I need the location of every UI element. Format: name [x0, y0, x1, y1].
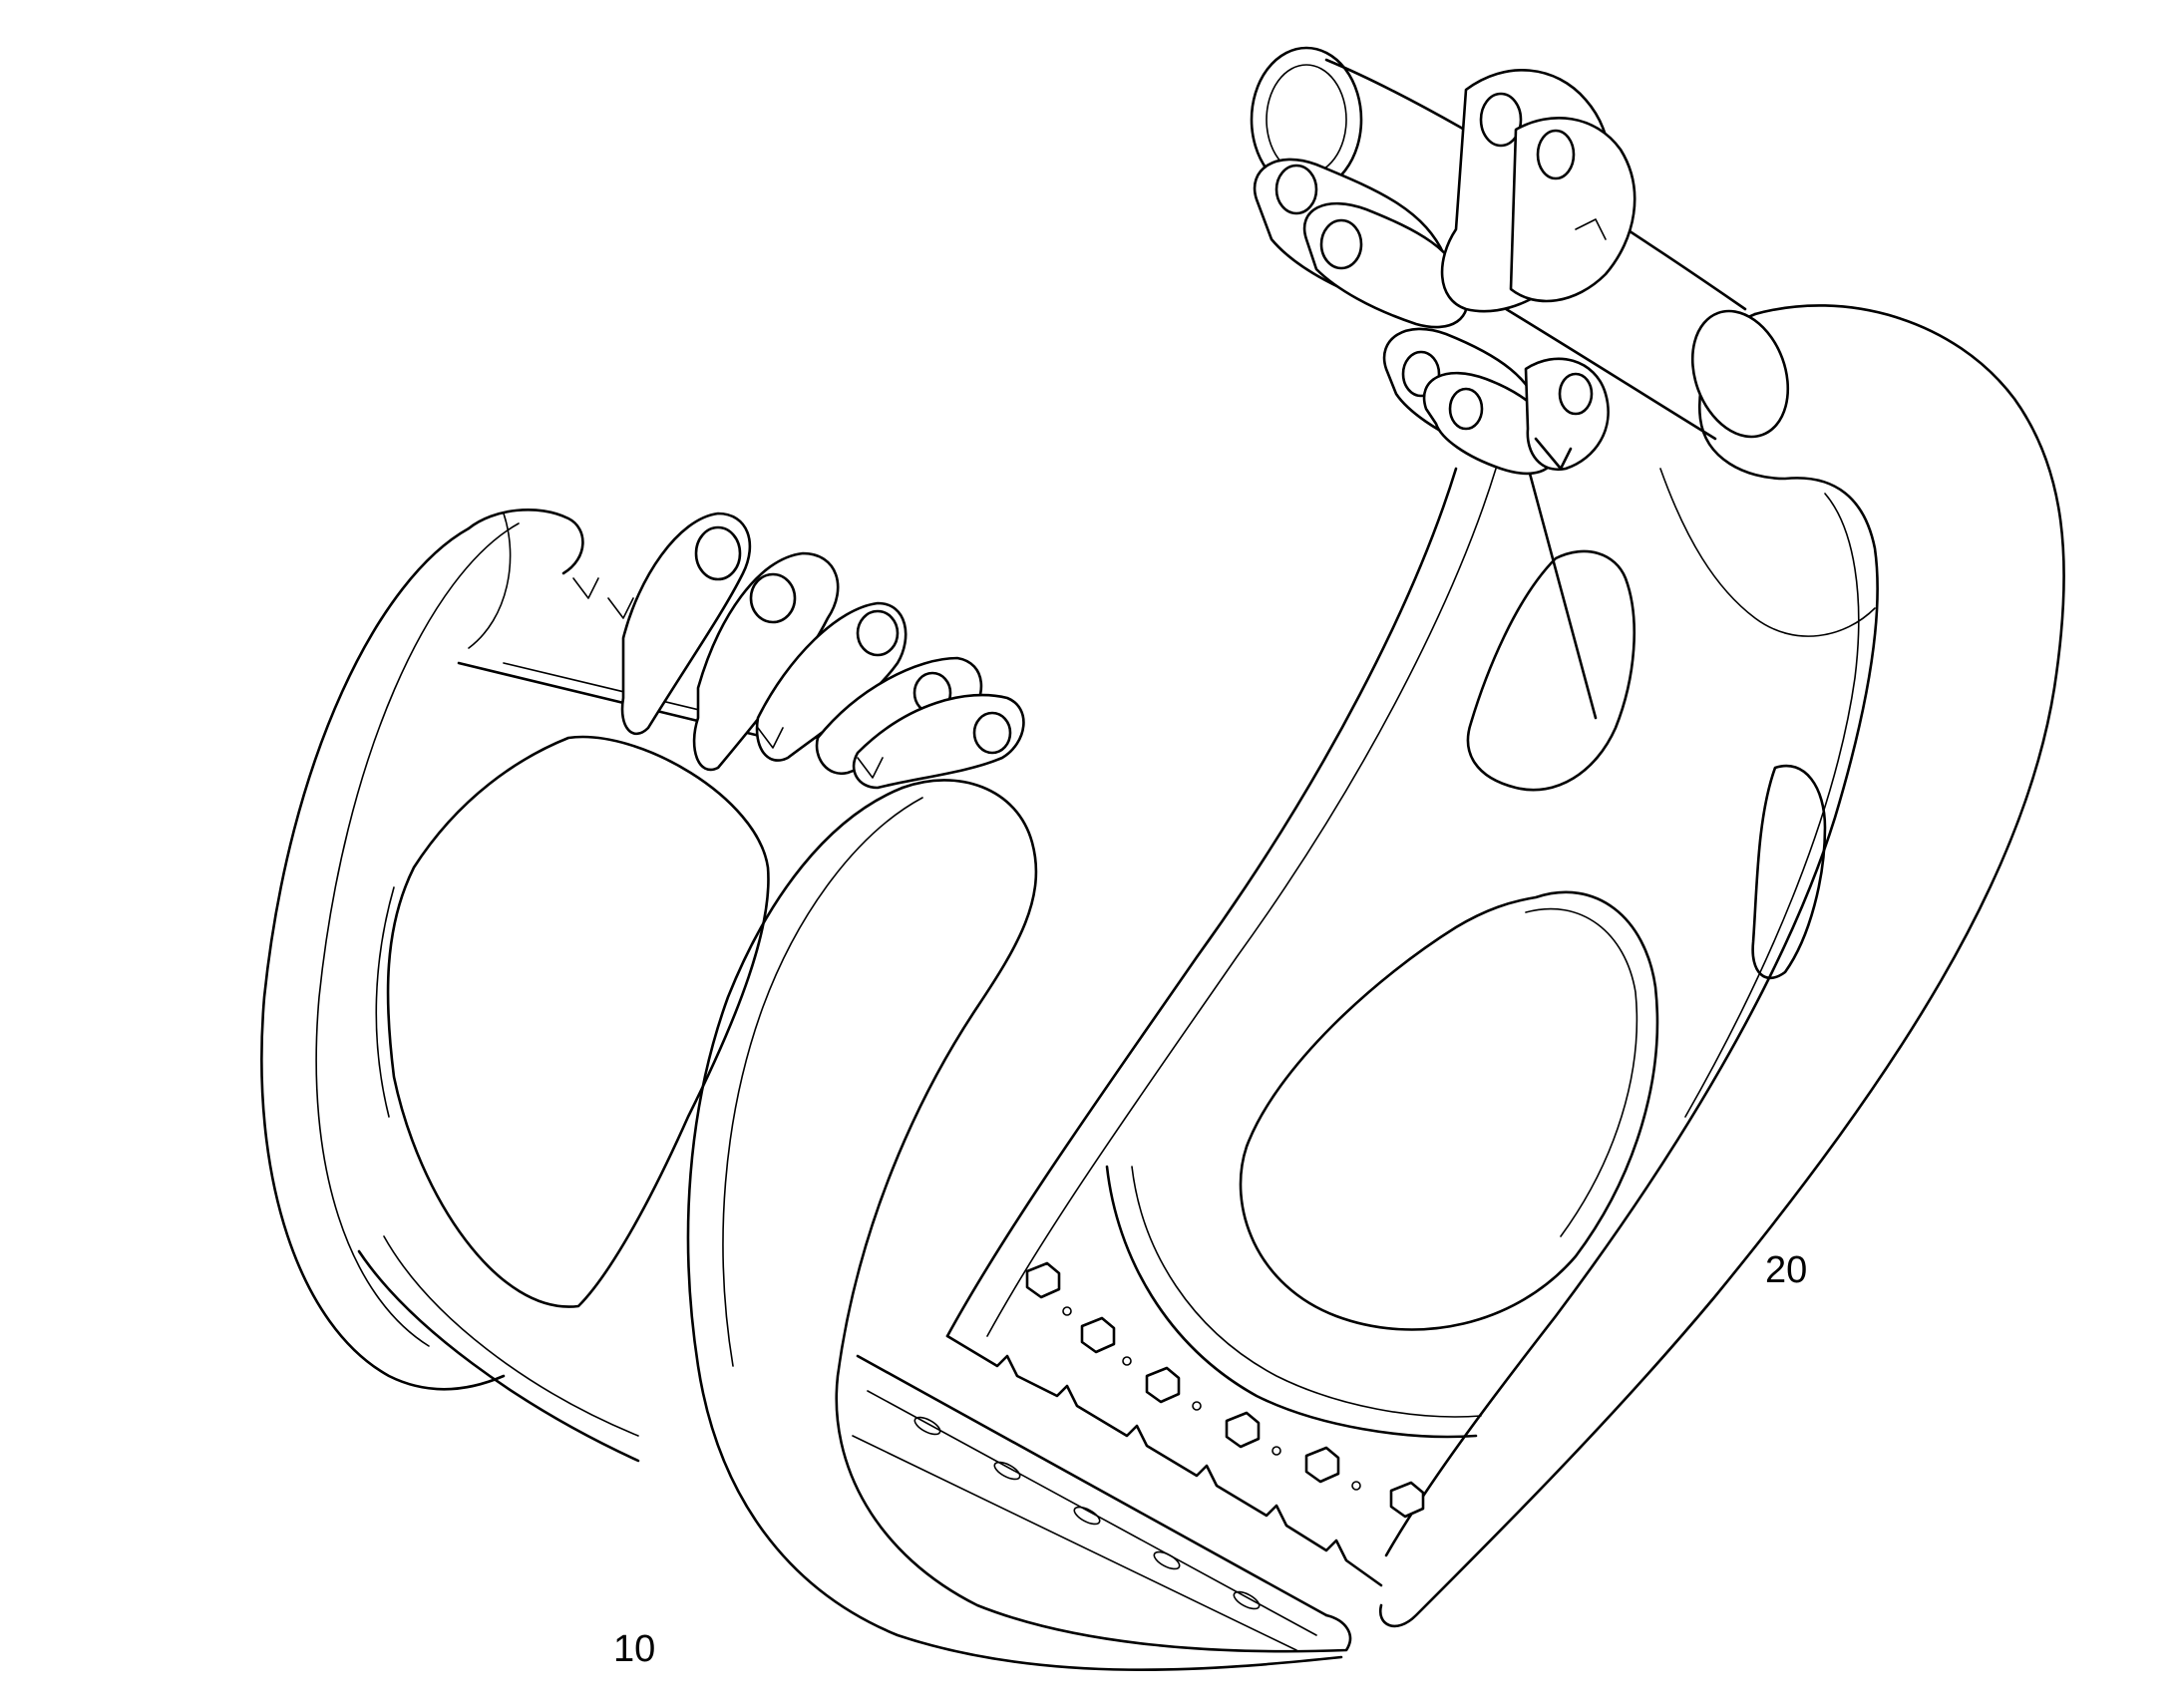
right-jaw-teeth-pockets: [1025, 1261, 1425, 1519]
reference-numeral-10: 10: [613, 1628, 656, 1670]
left-jaw-edge-slots: [913, 1416, 1261, 1610]
right-jaw-triangle-window: [1466, 549, 1636, 792]
left-jaw: [260, 509, 1352, 1671]
left-jaw-hinge-lugs: [572, 512, 1025, 790]
reference-numeral-20: 20: [1765, 1249, 1808, 1291]
right-jaw: [945, 46, 2065, 1628]
right-jaw-main-window: [1239, 890, 1659, 1331]
left-jaw-window: [386, 735, 770, 1308]
right-jaw-hinge-assembly: [1250, 46, 1790, 476]
